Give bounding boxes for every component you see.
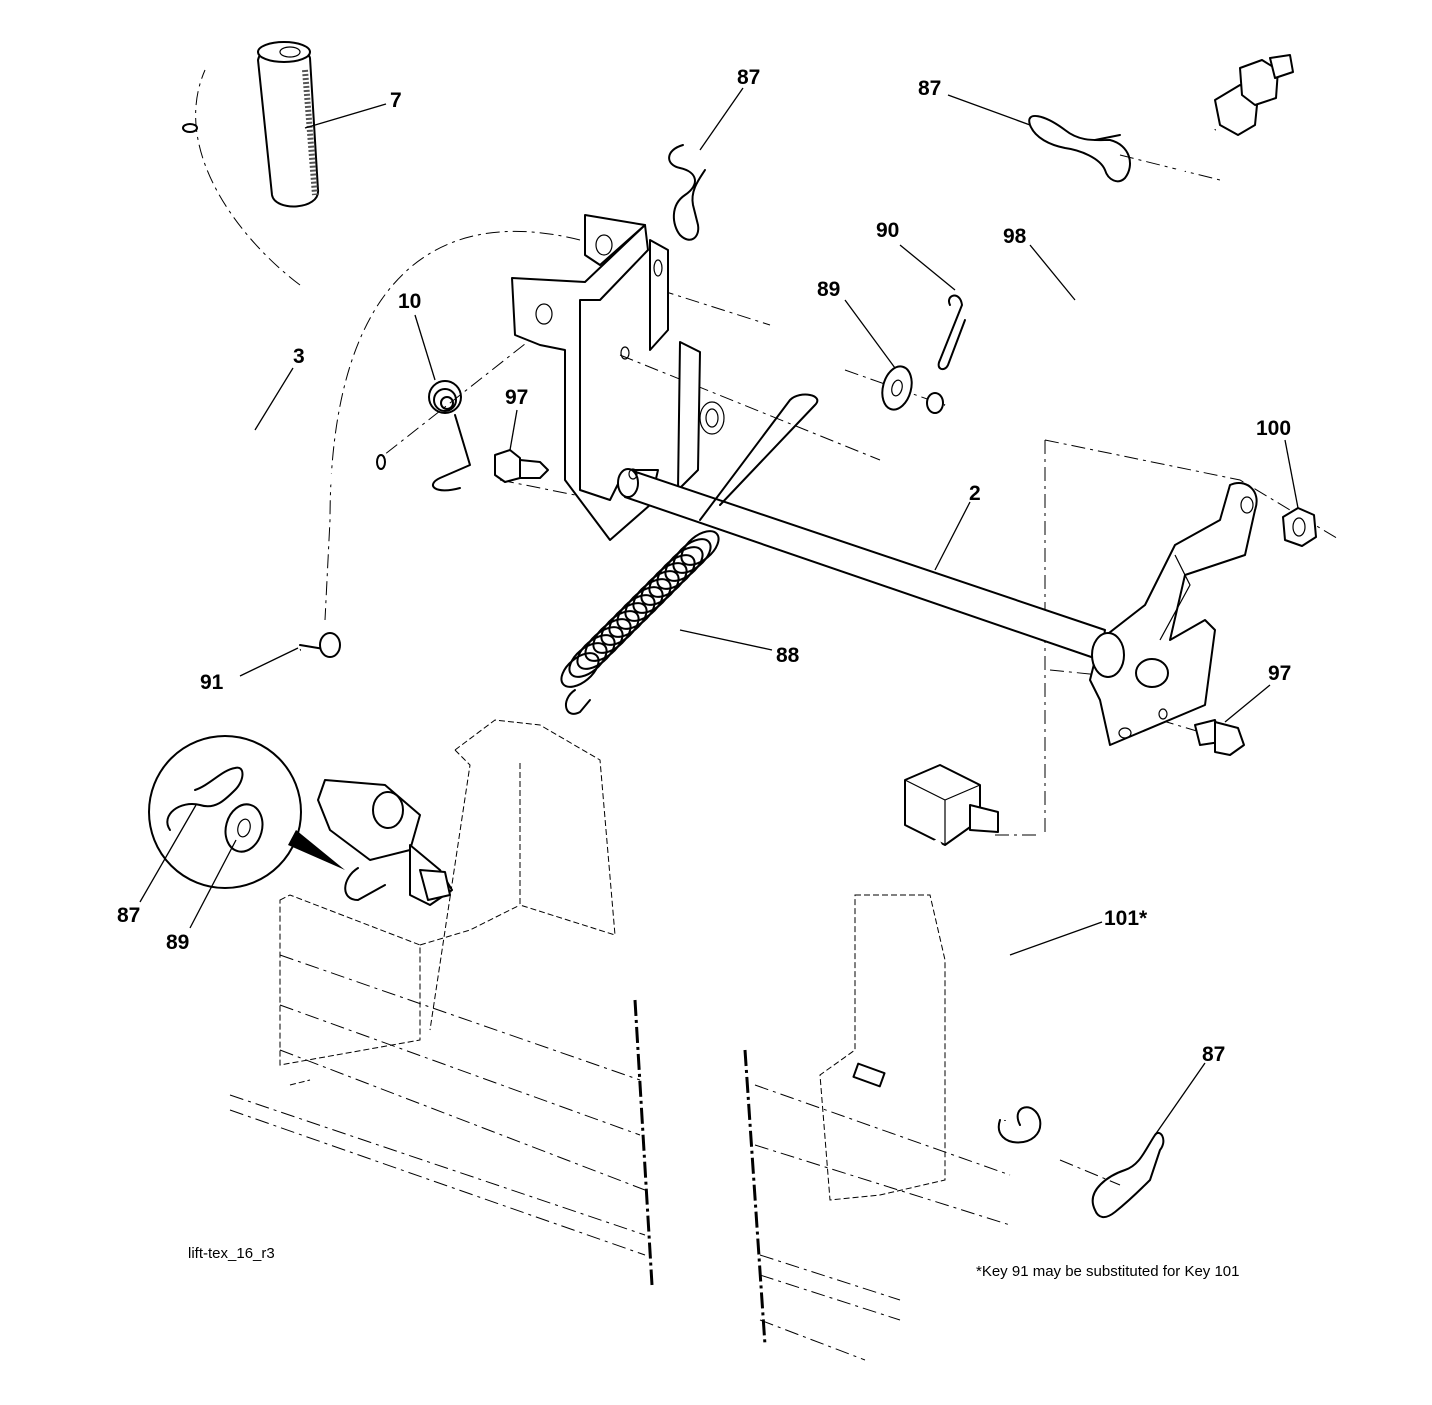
callout-88: 88	[776, 644, 800, 667]
handle-grip	[257, 41, 320, 208]
leader-lines	[139, 87, 1299, 1136]
extension-spring	[560, 393, 819, 715]
torsion-spring	[428, 380, 471, 492]
callout-89-right: 89	[817, 278, 840, 301]
callout-101: 101*	[1104, 907, 1148, 930]
hair-pin-clip-top	[668, 144, 706, 241]
lift-link-91	[280, 632, 453, 906]
callout-2: 2	[969, 482, 981, 505]
callout-87-inset: 87	[117, 904, 140, 927]
callout-87-right: 87	[918, 77, 941, 100]
hex-nut	[1282, 507, 1317, 547]
callout-90: 90	[876, 219, 899, 242]
hair-pin-clip-bottom	[1091, 1131, 1165, 1218]
callout-87-bottom: 87	[1202, 1043, 1225, 1066]
callout-91: 91	[200, 671, 224, 694]
callout-87-top: 87	[737, 66, 760, 89]
bolt-right	[1194, 719, 1245, 756]
detail-inset	[148, 735, 345, 889]
callout-89-inset: 89	[166, 931, 189, 954]
drawing-id: lift-tex_16_r3	[188, 1245, 275, 1262]
lift-handle-rod	[182, 123, 386, 495]
adjustment-rod	[926, 54, 1294, 424]
bolt-left	[494, 449, 549, 483]
callouts: 7 87 87 10 3 97 90 98 89 100 2 88 97 91 …	[117, 66, 1291, 1066]
lift-link-101	[904, 764, 1042, 1144]
footnote: *Key 91 may be substituted for Key 101	[976, 1263, 1240, 1280]
right-lift-arm	[1089, 482, 1258, 746]
callout-10: 10	[398, 290, 421, 313]
callout-97-right: 97	[1268, 662, 1291, 685]
frame-outline-left	[229, 719, 654, 1286]
callout-97-left: 97	[505, 386, 528, 409]
washer-right	[881, 365, 913, 411]
cotter-pin	[937, 294, 966, 371]
hair-pin-clip-right	[1028, 115, 1131, 183]
callout-98: 98	[1003, 225, 1027, 248]
callout-7: 7	[390, 89, 402, 112]
callout-100: 100	[1256, 417, 1291, 440]
left-bracket	[511, 214, 725, 541]
frame-outline-right	[743, 894, 1011, 1361]
callout-3: 3	[293, 345, 305, 368]
